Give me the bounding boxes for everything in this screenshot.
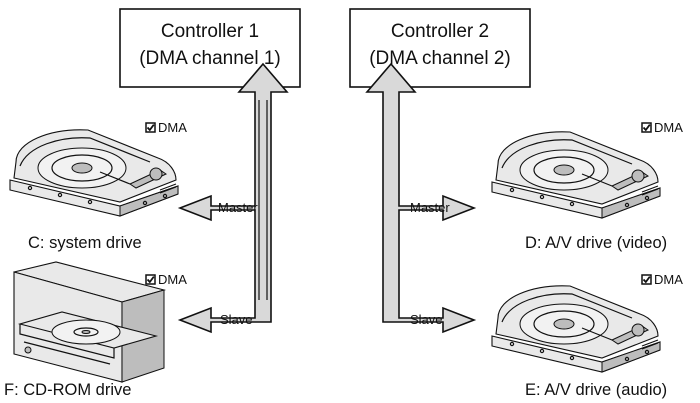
c-drive-dma-label: DMA <box>158 120 187 135</box>
hard-drive-icon <box>491 285 661 373</box>
c1-master-label: Master <box>218 200 258 215</box>
e-drive: DMA E: A/V drive (audio) <box>491 272 683 399</box>
controller-2-title: Controller 2 <box>391 21 489 42</box>
c-drive: DMA C: system drive <box>9 120 187 252</box>
controller-1-title: Controller 1 <box>161 21 259 42</box>
d-drive-label: D: A/V drive (video) <box>525 234 667 252</box>
c-drive-dma-checkbox <box>145 122 156 133</box>
f-drive: DMA F: CD-ROM drive <box>4 261 187 399</box>
hard-drive-icon <box>491 131 661 219</box>
f-drive-label: F: CD-ROM drive <box>4 381 131 399</box>
c2-slave-label: Slave <box>410 312 443 327</box>
hard-drive-icon <box>9 129 179 217</box>
d-drive-dma-checkbox <box>641 122 652 133</box>
controller-1-bus-arrow <box>177 62 289 334</box>
c1-slave-label: Slave <box>220 312 253 327</box>
e-drive-dma-checkbox <box>641 274 652 285</box>
f-drive-dma-label: DMA <box>158 272 187 287</box>
c2-master-label: Master <box>410 200 450 215</box>
cd-rom-drive-icon <box>13 261 165 383</box>
controller-2-box: Controller 2 (DMA channel 2) <box>349 8 531 88</box>
controller-1-box: Controller 1 (DMA channel 1) <box>119 8 301 88</box>
c-drive-label: C: system drive <box>28 234 142 252</box>
controller-2-subtitle: (DMA channel 2) <box>369 48 511 69</box>
d-drive-dma-label: DMA <box>654 120 683 135</box>
d-drive: DMA D: A/V drive (video) <box>491 120 683 252</box>
controller-1-subtitle: (DMA channel 1) <box>139 48 281 69</box>
e-drive-dma-label: DMA <box>654 272 683 287</box>
f-drive-dma-checkbox <box>145 274 156 285</box>
e-drive-label: E: A/V drive (audio) <box>525 381 667 399</box>
controller-2-bus-arrow <box>365 62 477 334</box>
